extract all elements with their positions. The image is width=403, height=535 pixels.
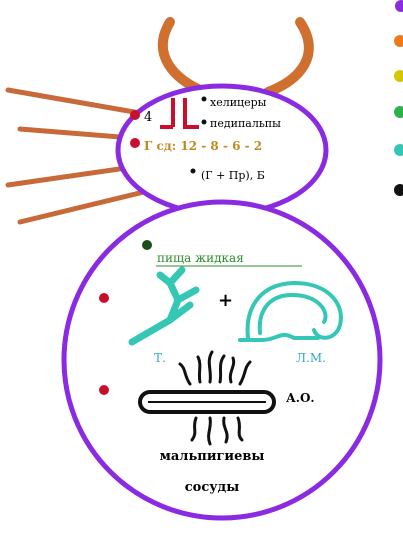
bullet-red-legs (130, 110, 140, 120)
legend-dot-green (394, 106, 403, 118)
malpighian-label-1: мальпигиевы (160, 449, 265, 464)
pedipalps-label: педипальпы (210, 117, 281, 130)
bullet-dark-food (142, 240, 152, 250)
plus-sign: + (218, 290, 233, 311)
legend-dot-purple (395, 0, 403, 12)
bullet-red-respiration (99, 293, 109, 303)
color-legend (394, 0, 403, 196)
food-label: пища жидкая (157, 251, 244, 265)
chelicerae-shape (163, 22, 309, 92)
legend-dot-black (394, 184, 403, 196)
malpighian-label-2: сосуды (185, 480, 240, 495)
bullet-dark-pedipalps (202, 120, 207, 125)
bullet-red-brain (130, 138, 140, 148)
trachea-abbrev: Т. (154, 351, 166, 365)
bullet-dark-eyes (191, 169, 196, 174)
excretory-abbrev: А.О. (286, 391, 315, 405)
chelicerae-label: хелицеры (210, 96, 267, 109)
eyes-label: (Г + Пр), Б (201, 169, 265, 182)
bullet-dark-chelicerae (202, 97, 207, 102)
lung-abbrev: Л.М. (296, 351, 326, 365)
brain-formula: Г сд: 12 - 8 - 6 - 2 (144, 139, 262, 153)
legend-dot-orange (394, 35, 403, 47)
legs-count: 4 (144, 110, 152, 125)
bullet-red-excretion (99, 385, 109, 395)
legend-dot-teal (394, 144, 403, 156)
legend-dot-yellow (394, 70, 403, 82)
